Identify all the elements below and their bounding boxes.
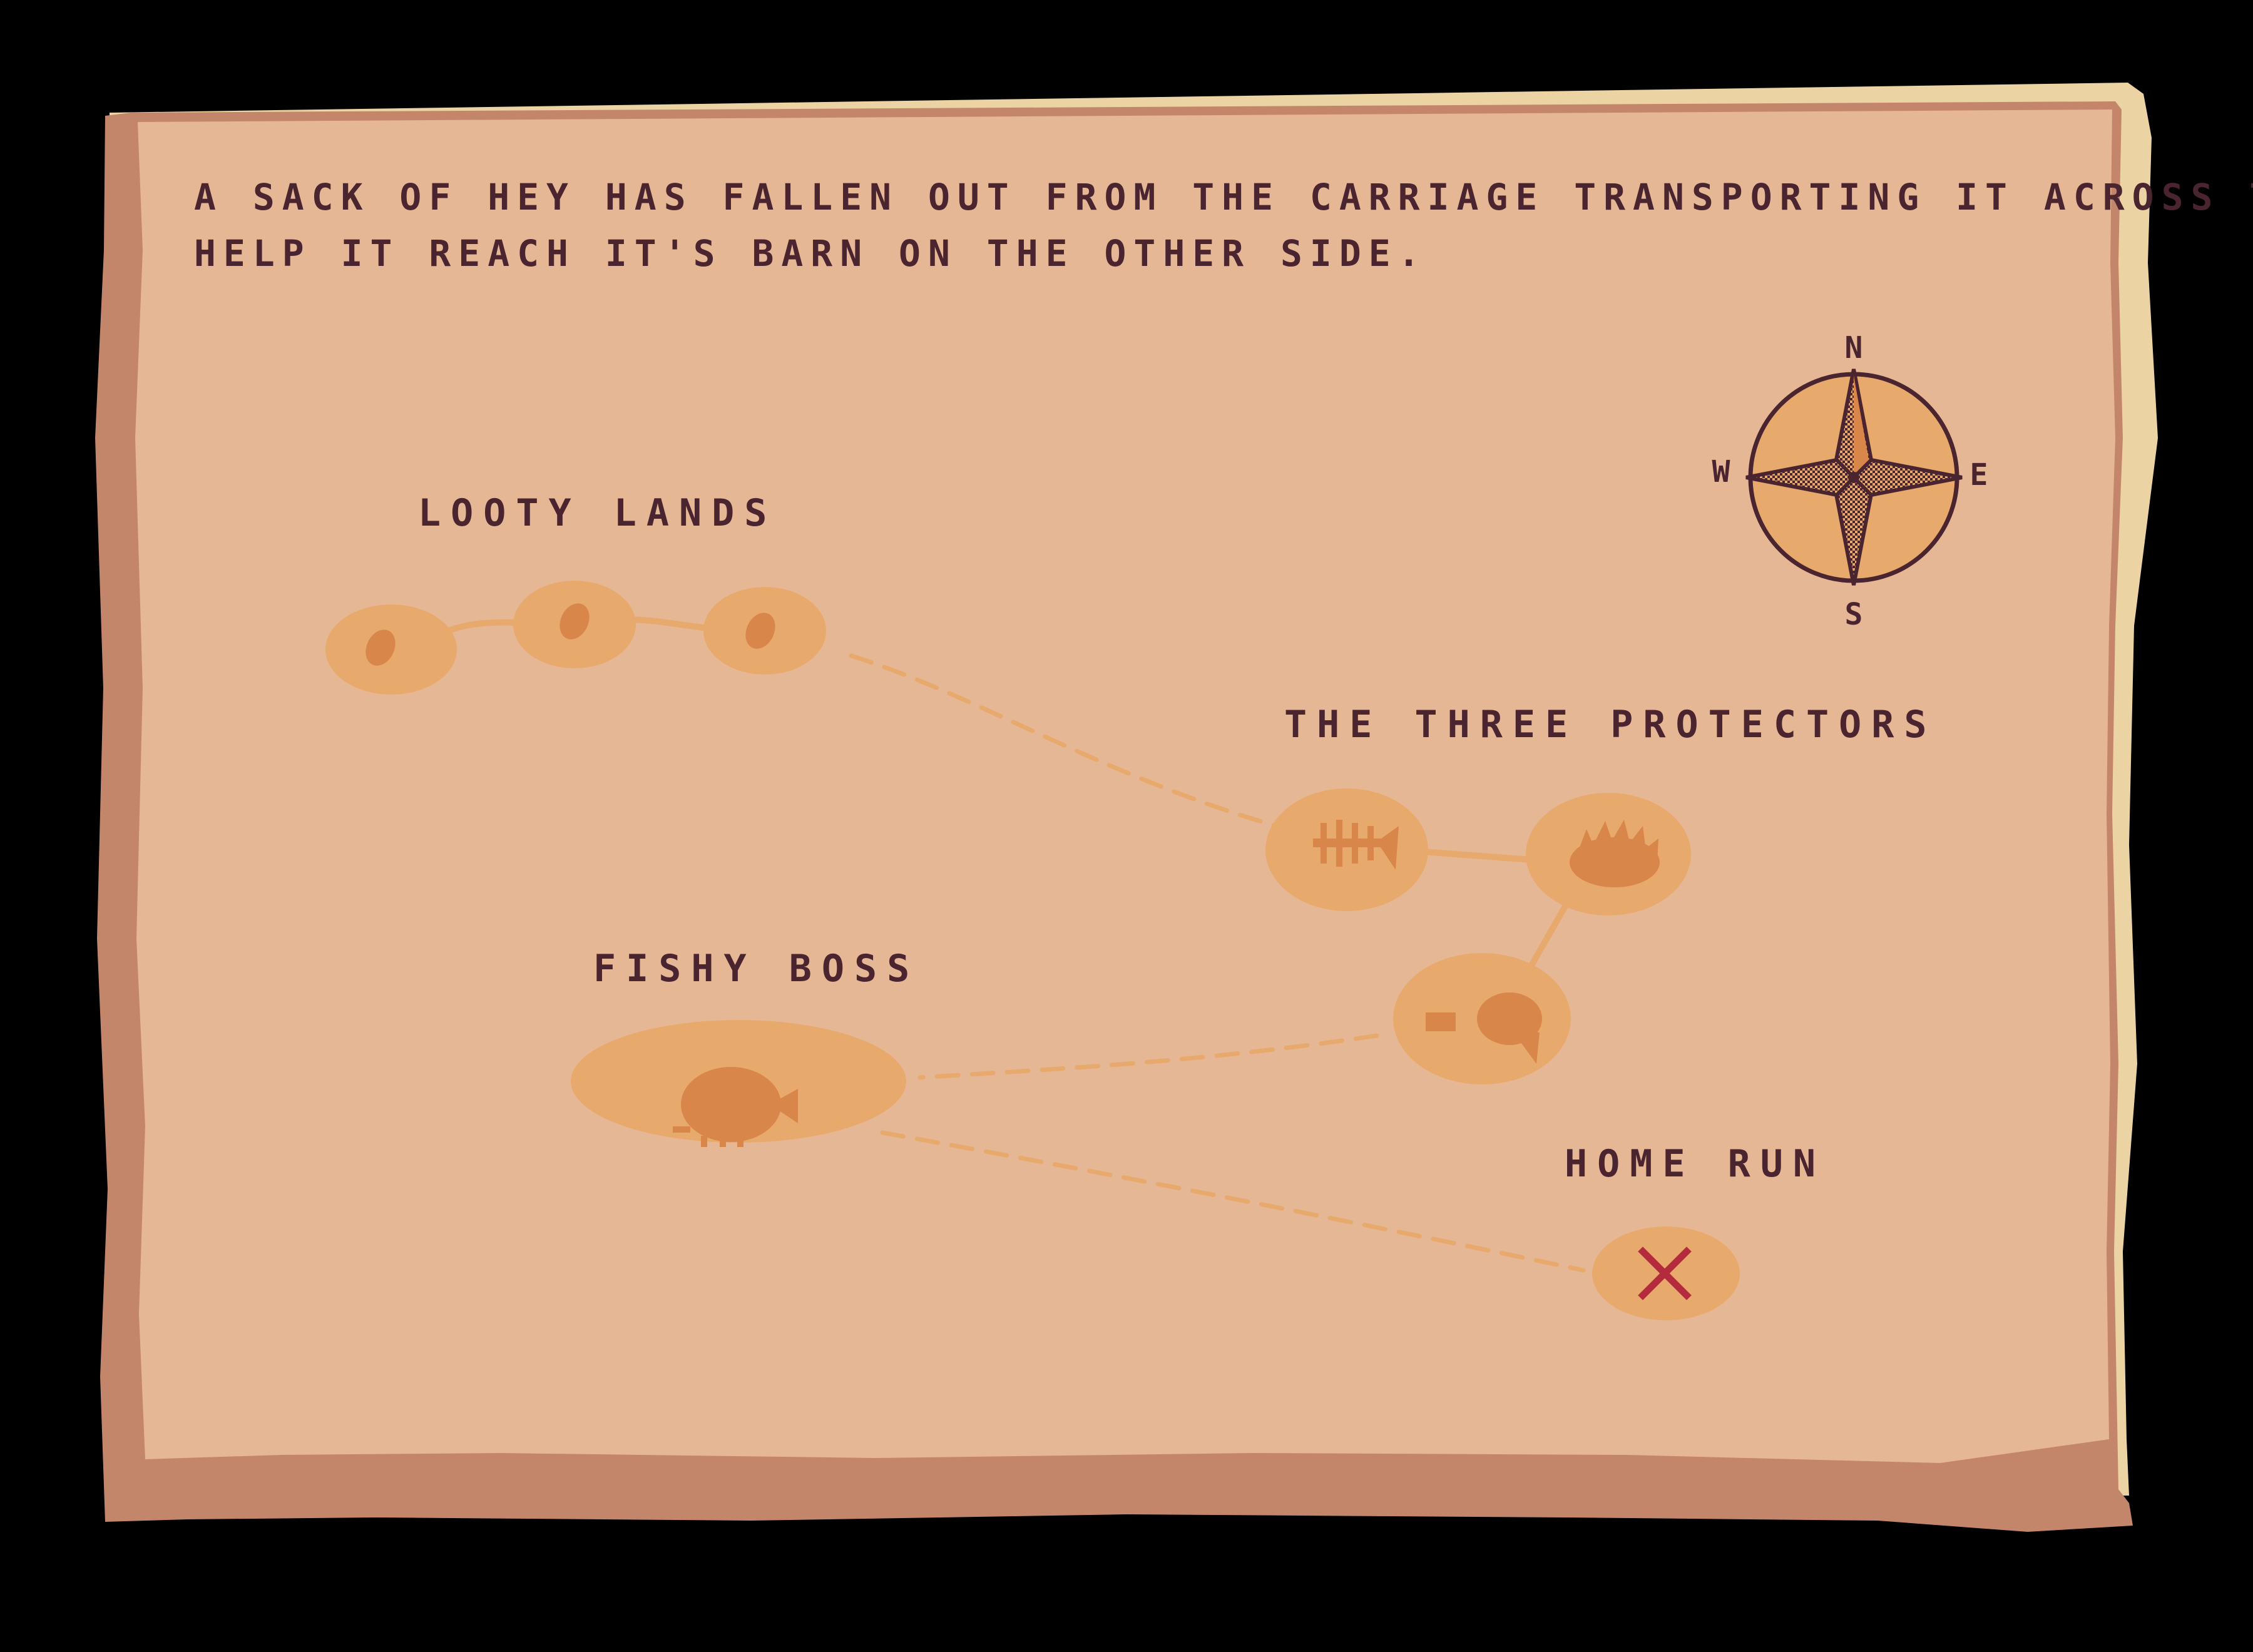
loot-gem-icon [559,603,590,640]
loot-gem-icon [365,630,396,666]
looty-lands-nodes[interactable] [325,581,826,695]
region-label-fishy-boss: FISHY BOSS [593,947,919,991]
route-protectors-to-boss [917,1033,1379,1080]
fish-boss-icon [673,1067,798,1147]
intro-line-1: A SACK OF HEY HAS FALLEN OUT FROM THE CA… [194,176,2253,218]
route-loot-to-protectors [849,653,1279,829]
hedgehog-icon [1570,820,1660,887]
intro-line-2: HELP IT REACH IT'S BARN ON THE OTHER SID… [194,232,1428,275]
region-label-three-protectors: THE THREE PROTECTORS [1284,703,1936,747]
parchment-sheet [135,110,2115,1463]
compass-west-label: W [1712,454,1730,489]
compass-east-label: E [1970,457,1988,492]
region-label-looty-lands: LOOTY LANDS [418,491,777,535]
region-label-home-run: HOME RUN [1565,1142,1826,1186]
compass-south-label: S [1845,597,1863,632]
skeleton-fish-icon [1313,820,1399,870]
home-run-node[interactable] [1592,1226,1740,1320]
compass-north-label: N [1845,330,1863,365]
parchment [95,83,2158,1532]
fishy-boss-node[interactable] [571,1020,906,1147]
route-paths [849,653,1586,1273]
x-mark-icon [1638,1247,1692,1300]
route-boss-to-home [880,1130,1586,1273]
protector-node-1[interactable] [1265,788,1428,911]
blob-creature-icon [1426,992,1542,1064]
three-protectors-nodes[interactable] [1265,788,1691,1084]
loot-gem-icon [745,613,775,649]
compass-rose-icon [1745,369,1963,586]
